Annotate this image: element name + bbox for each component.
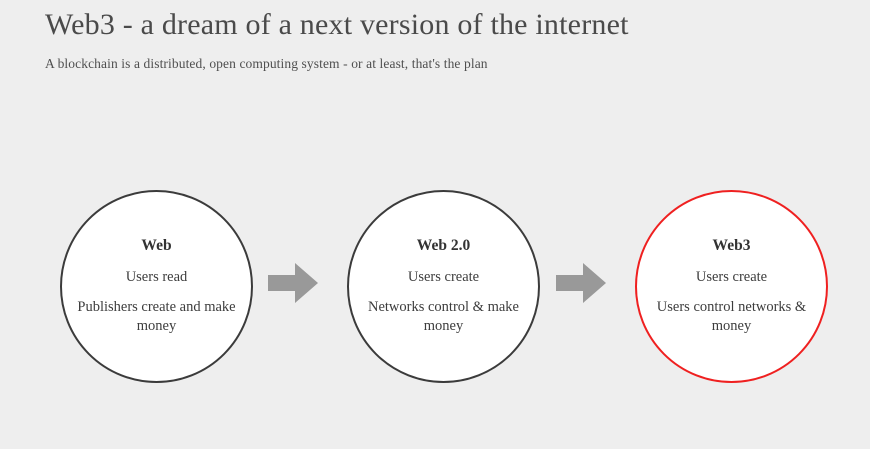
diagram-node-web2[interactable]: Web 2.0 Users create Networks control & … xyxy=(347,190,540,383)
node-line: Users read xyxy=(125,269,188,286)
arrow-right-icon xyxy=(556,263,606,303)
node-line: Networks control & make money xyxy=(367,299,519,335)
node-title: Web 2.0 xyxy=(416,236,471,254)
node-line: Users create xyxy=(407,269,480,286)
diagram-node-web[interactable]: Web Users read Publishers create and mak… xyxy=(60,190,253,383)
node-line: Publishers create and make money xyxy=(77,299,236,335)
node-title: Web3 xyxy=(712,236,751,254)
page-subtitle: A blockchain is a distributed, open comp… xyxy=(45,55,488,71)
node-line: Users control networks & money xyxy=(656,299,807,335)
diagram-node-web3[interactable]: Web3 Users create Users control networks… xyxy=(635,190,828,383)
web-evolution-diagram: Web Users read Publishers create and mak… xyxy=(0,170,870,400)
header: Web3 - a dream of a next version of the … xyxy=(45,6,835,72)
page-title: Web3 - a dream of a next version of the … xyxy=(45,8,629,41)
arrow-right-icon xyxy=(268,263,318,303)
node-line: Users create xyxy=(695,269,768,286)
node-title: Web xyxy=(141,236,172,254)
